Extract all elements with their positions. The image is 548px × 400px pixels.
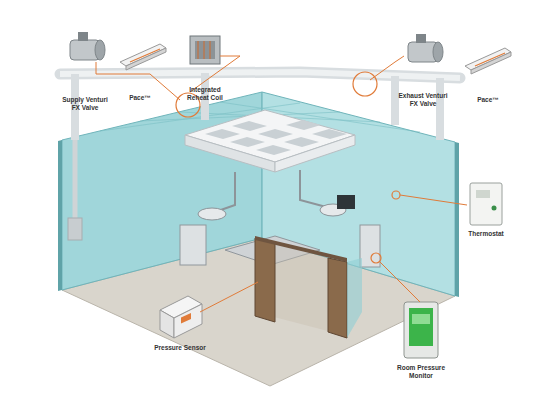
main-duct-highlight [60, 72, 460, 78]
monitor [337, 195, 355, 209]
callout-circle [176, 72, 400, 263]
sensor-label: Pressure Sensor [150, 344, 210, 352]
diffuser-panels [205, 120, 347, 155]
thermostat-icon [470, 183, 502, 225]
exhaust-valve-icon [408, 34, 443, 62]
pace-controller-icon [465, 48, 511, 74]
door-leaf [255, 238, 275, 322]
room-pressure-monitor-icon [404, 302, 438, 358]
pressure-sensor-icon [160, 296, 202, 338]
pace-controller-icon [120, 44, 166, 70]
laminar-diffuser-side [185, 135, 275, 172]
equipment-cart [360, 225, 380, 267]
equipment-cart [180, 225, 206, 265]
controller-label: Pace™ [468, 96, 508, 104]
laminar-diffuser-side [275, 135, 355, 172]
boom-arm [215, 170, 330, 212]
main-duct [60, 72, 460, 78]
controller-label: Pace™ [120, 94, 160, 102]
surgical-light [198, 208, 226, 220]
front-wall [347, 258, 362, 338]
exhaust-grille [68, 218, 82, 240]
valve-label: Exhaust Venturi FX Valve [395, 92, 451, 107]
door-header [255, 236, 347, 262]
coil-label: Integrated Reheat Coil [180, 86, 230, 101]
monitor-label: Room Pressure Monitor [391, 364, 451, 379]
wall-edge [58, 140, 62, 291]
laminar-diffuser [185, 110, 355, 162]
thermostat-label: Thermostat [461, 230, 511, 238]
leader-line [96, 56, 467, 312]
wall-edge [455, 142, 459, 297]
valve-label: Supply Venturi FX Valve [59, 96, 111, 111]
supply-valve-icon [70, 32, 105, 60]
door-leaf [328, 258, 347, 338]
reheat-coil-icon [190, 36, 220, 64]
